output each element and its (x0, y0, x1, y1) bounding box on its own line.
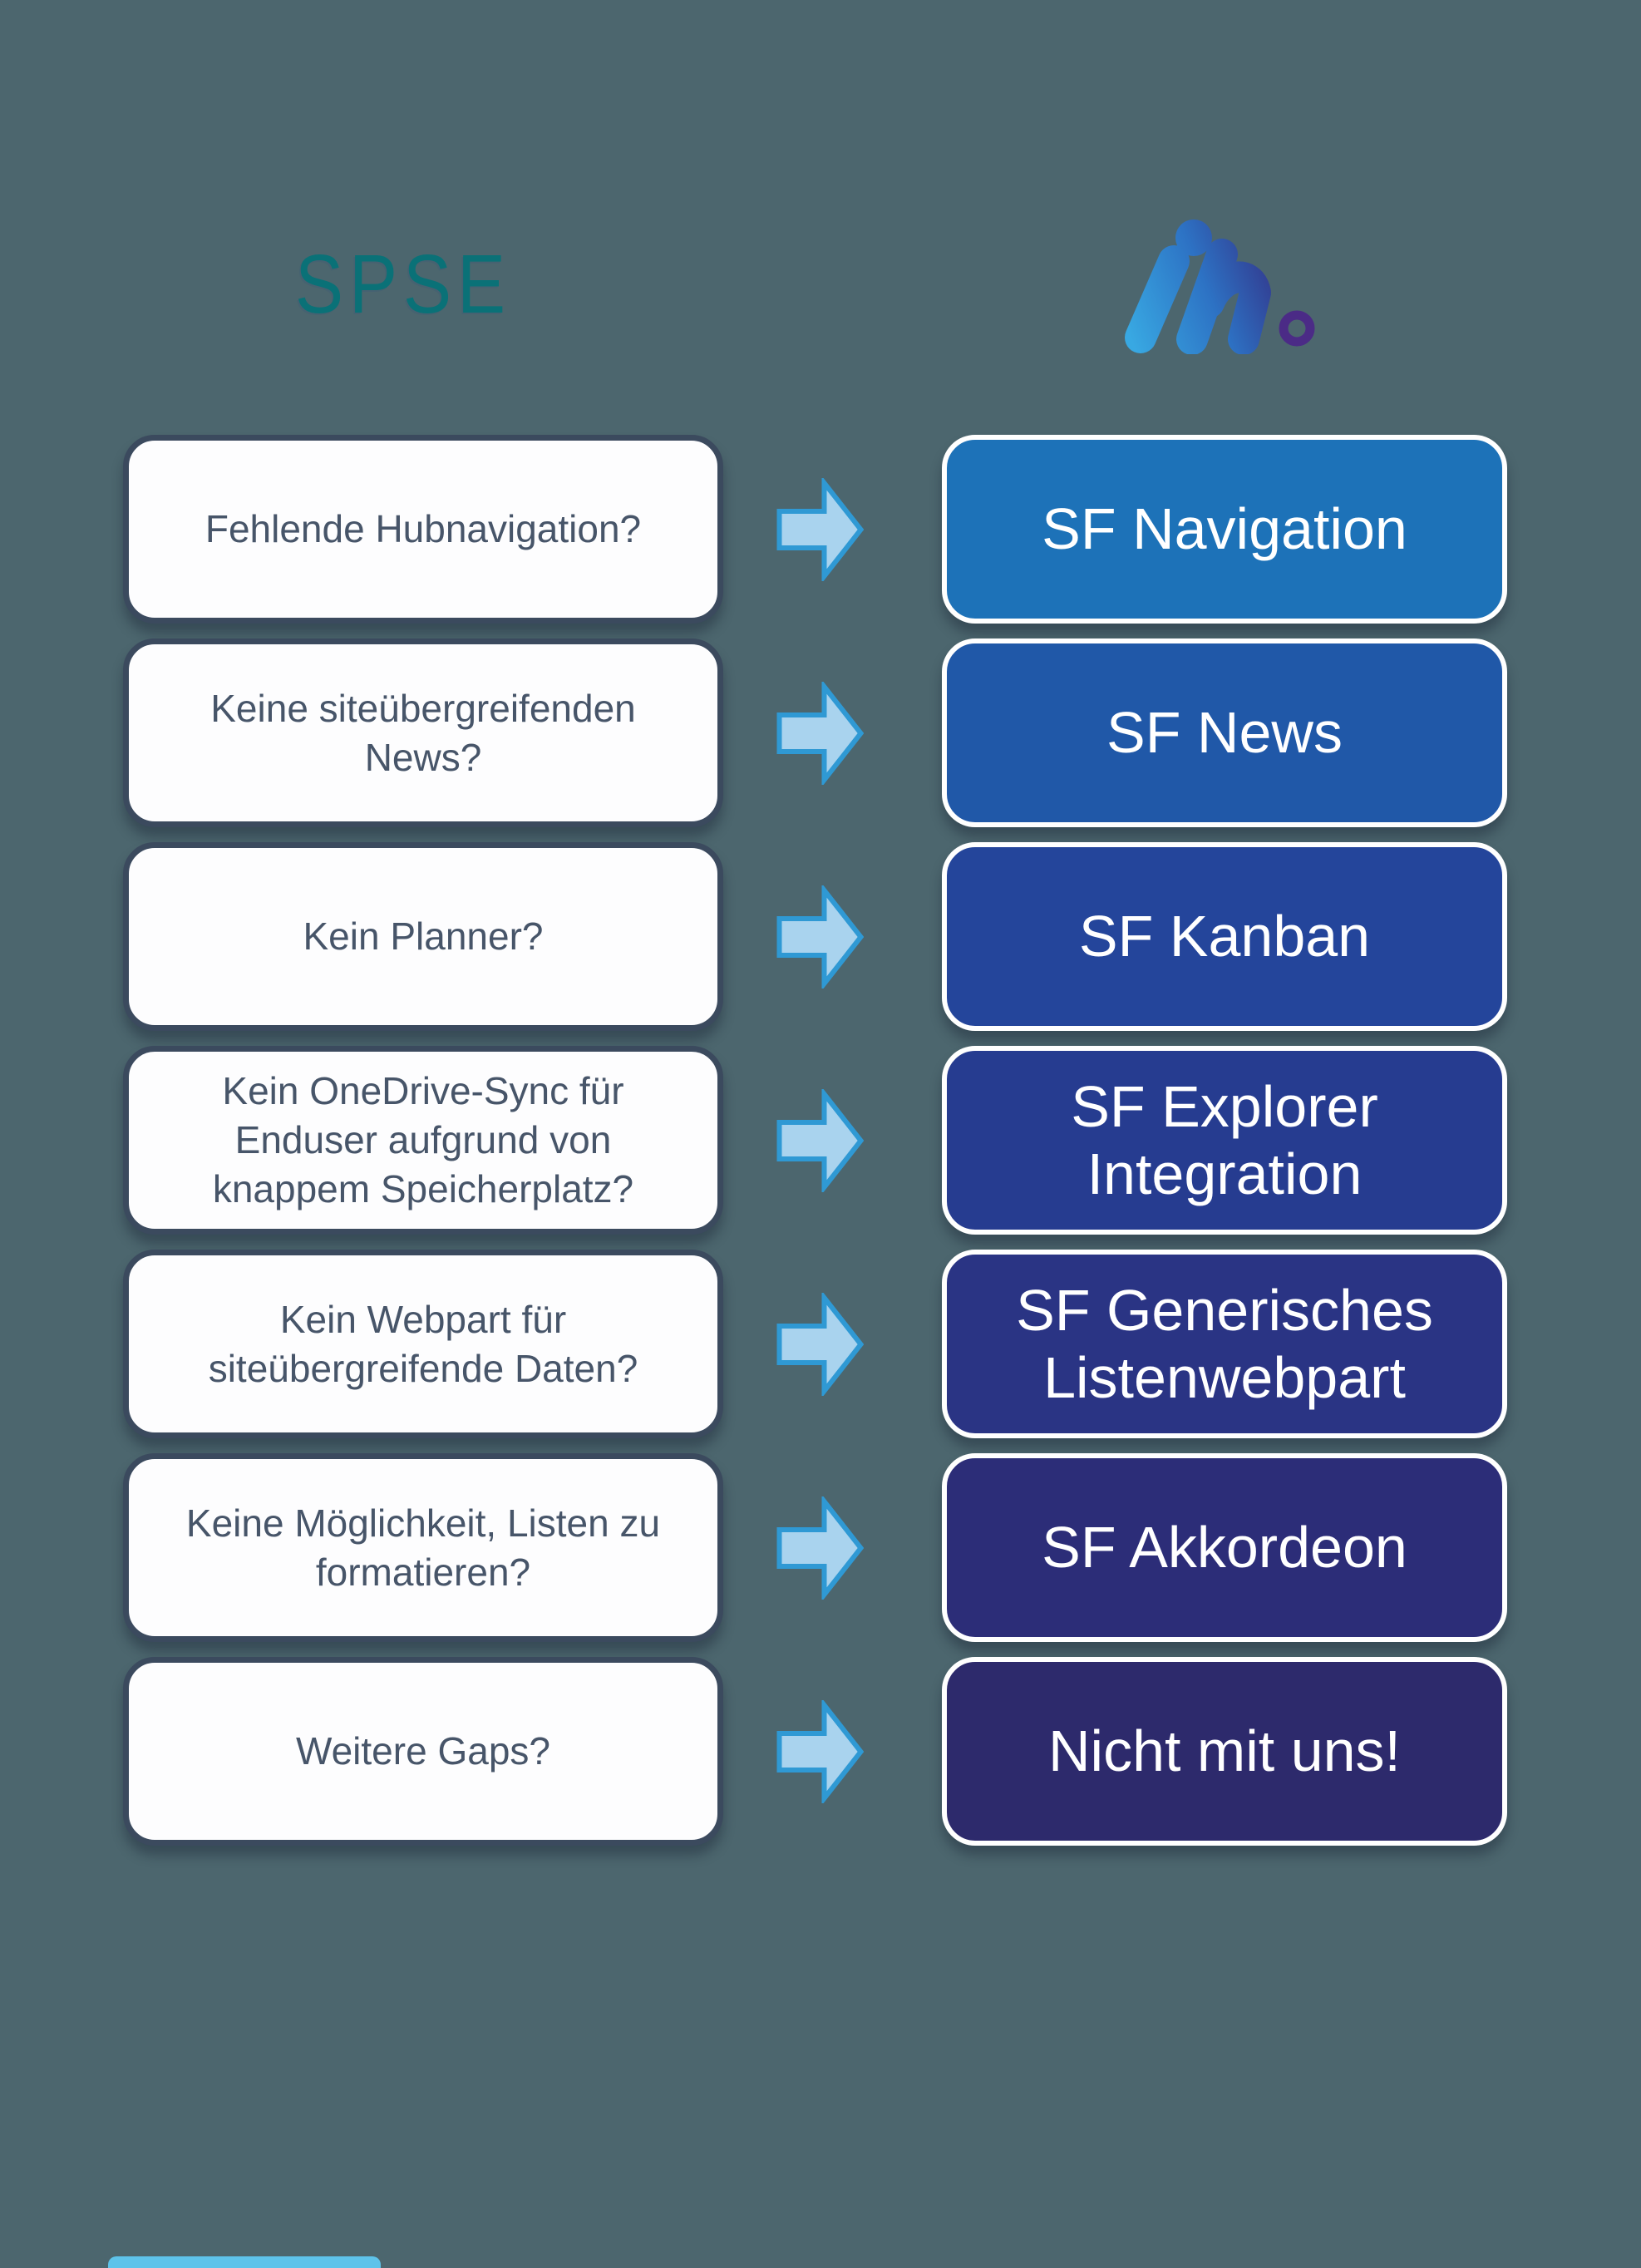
question-card: Kein Planner? (123, 842, 723, 1031)
right-arrow-icon (776, 435, 864, 624)
product-title: SPSE (295, 238, 511, 331)
solution-card: SF Kanban (942, 842, 1507, 1031)
question-card: Keine Möglichkeit, Listen zu formatieren… (123, 1453, 723, 1642)
right-arrow-icon (776, 1657, 864, 1846)
question-card: Keine siteübergreifenden News? (123, 638, 723, 827)
right-arrow-icon (776, 638, 864, 827)
question-card: Weitere Gaps? (123, 1657, 723, 1846)
question-card: Kein OneDrive-Sync für Enduser aufgrund … (123, 1046, 723, 1235)
solution-card: SF Akkordeon (942, 1453, 1507, 1642)
right-arrow-icon (776, 1046, 864, 1235)
mapping-row: Keine siteübergreifenden News? SF News (123, 638, 1509, 827)
mapping-row: Kein Planner? SF Kanban (123, 842, 1509, 1031)
mapping-rows: Fehlende Hubnavigation? SF Navigation Ke… (123, 435, 1509, 1861)
mapping-row: Fehlende Hubnavigation? SF Navigation (123, 435, 1509, 624)
solution-card: SF Generisches Listenwebpart (942, 1250, 1507, 1438)
solution-card: SF Navigation (942, 435, 1507, 624)
question-card: Fehlende Hubnavigation? (123, 435, 723, 624)
right-arrow-icon (776, 842, 864, 1031)
cropped-element-bottom (108, 2256, 381, 2268)
right-arrow-icon (776, 1453, 864, 1642)
mapping-row: Keine Möglichkeit, Listen zu formatieren… (123, 1453, 1509, 1642)
mapping-row: Kein OneDrive-Sync für Enduser aufgrund … (123, 1046, 1509, 1235)
mapping-row: Weitere Gaps? Nicht mit uns! (123, 1657, 1509, 1846)
solution-card: Nicht mit uns! (942, 1657, 1507, 1846)
mapping-row: Kein Webpart für siteübergreifende Daten… (123, 1250, 1509, 1438)
solution-card: SF News (942, 638, 1507, 827)
right-arrow-icon (776, 1250, 864, 1438)
solution-card: SF Explorer Integration (942, 1046, 1507, 1235)
question-card: Kein Webpart für siteübergreifende Daten… (123, 1250, 723, 1438)
ih-logo-icon (1125, 219, 1315, 354)
